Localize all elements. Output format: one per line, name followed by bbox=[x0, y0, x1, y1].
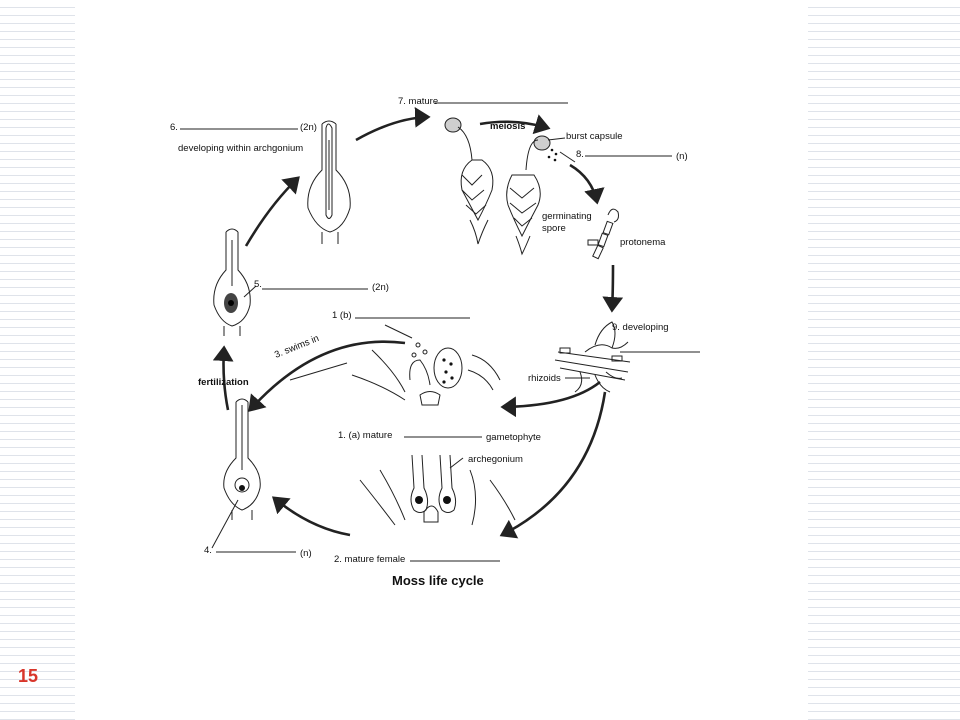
label-fertilization: fertilization bbox=[198, 377, 249, 388]
arrow-to-developing-gametophyte bbox=[602, 264, 624, 313]
arrow-to-female-gametophyte bbox=[499, 391, 607, 539]
protonema-figure bbox=[587, 208, 619, 260]
label-developing-archegonium: developing within archgonium bbox=[178, 143, 303, 154]
label-9: 9. developing bbox=[612, 322, 669, 333]
label-1b: 1 (b) bbox=[332, 310, 352, 321]
arrow-to-mature-sporophyte bbox=[355, 107, 431, 142]
arrow-to-germinating-spore bbox=[569, 163, 605, 205]
label-4: 4. bbox=[204, 545, 212, 556]
arrow-to-developing-sporophyte bbox=[244, 176, 300, 247]
arrow-to-male-gametophyte bbox=[500, 380, 601, 418]
label-spore: spore bbox=[542, 223, 566, 234]
slide-number: 15 bbox=[18, 666, 39, 686]
label-6-ploidy: (2n) bbox=[300, 122, 317, 133]
label-meiosis: meiosis bbox=[490, 121, 525, 132]
label-4-ploidy: (n) bbox=[300, 548, 312, 559]
diagram-title: Moss life cycle bbox=[392, 573, 484, 588]
label-5-ploidy: (2n) bbox=[372, 282, 389, 293]
label-germinating: germinating bbox=[542, 211, 592, 222]
label-7: 7. mature bbox=[398, 96, 438, 107]
female-gametophyte-figure bbox=[359, 454, 516, 526]
label-protonema: protonema bbox=[620, 237, 666, 248]
left-stripe-panel bbox=[0, 0, 75, 720]
label-lines bbox=[180, 102, 700, 562]
developing-gametophyte-figure bbox=[554, 321, 631, 393]
egg-archegonium-figure bbox=[223, 398, 261, 520]
label-2: 2. mature female bbox=[334, 554, 405, 565]
right-stripe-panel bbox=[808, 0, 960, 720]
label-1a: 1. (a) mature bbox=[338, 430, 392, 441]
arrow-fertilization bbox=[212, 345, 234, 411]
label-swims-in: 3. swims in bbox=[273, 333, 321, 361]
label-8: 8. bbox=[576, 149, 584, 160]
label-rhizoids: rhizoids bbox=[528, 373, 561, 384]
male-gametophyte-figure bbox=[351, 342, 501, 406]
arrow-to-egg bbox=[272, 496, 351, 537]
label-archegonium: archegonium bbox=[468, 454, 523, 465]
label-gametophyte: gametophyte bbox=[486, 432, 541, 443]
label-8-ploidy: (n) bbox=[676, 151, 688, 162]
label-5: 5. bbox=[254, 279, 262, 290]
developing-sporophyte-figure bbox=[307, 120, 351, 244]
label-6: 6. bbox=[170, 122, 178, 133]
label-burst-capsule: burst capsule bbox=[566, 131, 623, 142]
mature-sporophyte-left bbox=[444, 117, 494, 245]
arrow-sperm-swims bbox=[248, 340, 406, 412]
zygote-archegonium-figure bbox=[213, 228, 251, 336]
mature-sporophyte-right bbox=[506, 135, 558, 256]
arrow-meiosis bbox=[479, 114, 551, 135]
